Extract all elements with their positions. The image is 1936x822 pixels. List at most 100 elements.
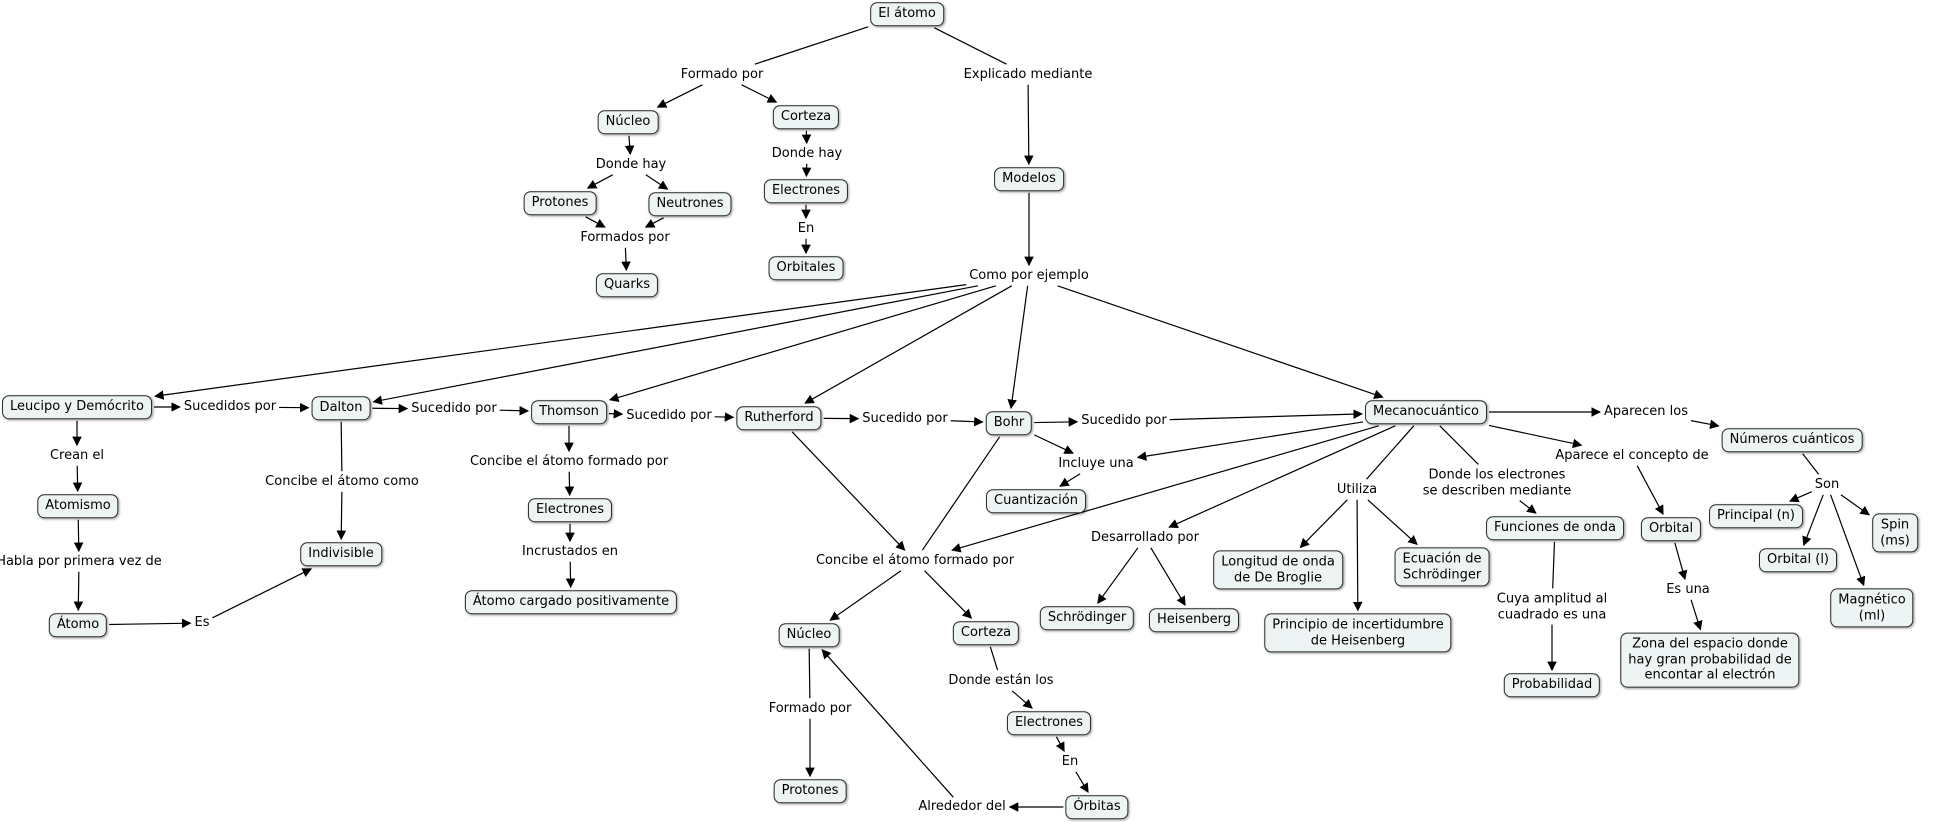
connector-es1-to-indivisible xyxy=(212,568,313,619)
concept-corteza[interactable]: Corteza xyxy=(772,105,840,129)
concept-orbitas[interactable]: Órbitas xyxy=(1065,795,1129,819)
connector-electrones3-to-en2 xyxy=(1055,736,1065,753)
concept-nucleo[interactable]: Núcleo xyxy=(597,110,659,134)
connector-crean_el-to-atomismo xyxy=(72,465,83,493)
concept-heisenberg[interactable]: Heisenberg xyxy=(1148,608,1240,632)
concept-mecanocuantico[interactable]: Mecanocuántico xyxy=(1365,400,1487,424)
link-concibe-el-atomo-formado-por: Concibe el átomo formado por xyxy=(468,454,670,470)
concept-modelos[interactable]: Modelos xyxy=(994,167,1064,191)
connector-donde_electrones-to-funciones xyxy=(1519,500,1537,514)
link-son: Son xyxy=(1813,477,1841,493)
link-sucedido-por: Sucedido por xyxy=(410,401,498,417)
connector-atomo_root-to-formado_por xyxy=(754,26,869,65)
concept-quarks[interactable]: Quarks xyxy=(595,273,659,297)
connector-desarrollado-to-schrodinger xyxy=(1097,547,1139,604)
concept-protones[interactable]: Protones xyxy=(773,779,847,803)
concept-orbitales[interactable]: Orbitales xyxy=(768,256,844,280)
connector-bohr-to-concibe_ruth xyxy=(921,436,1001,551)
concept-indivisible[interactable]: Indivisible xyxy=(300,542,382,566)
concept-atomismo[interactable]: Atomismo xyxy=(37,494,119,518)
connector-aparecen-to-numeros xyxy=(1690,419,1720,430)
link-incrustados-en: Incrustados en xyxy=(521,544,619,560)
concept-numeros-cuanticos[interactable]: Números cuánticos xyxy=(1721,428,1863,452)
connector-habla-to-atomo2 xyxy=(73,571,84,612)
concept-electrones[interactable]: Electrones xyxy=(1006,711,1092,735)
connector-formado_por-to-corteza1 xyxy=(741,84,778,103)
concept-schrodinger[interactable]: Schrödinger xyxy=(1039,606,1135,630)
link-cuya-amplitud-al-cuadrado-es-una: Cuya amplitud al cuadrado es una xyxy=(1495,591,1609,623)
connector-nucleo1-to-donde_hay1 xyxy=(624,135,635,156)
concept-spin-ms[interactable]: Spin (ms) xyxy=(1872,513,1918,553)
connector-explicado-to-modelos xyxy=(1023,84,1034,166)
link-sucedidos-por: Sucedidos por xyxy=(182,399,278,415)
connector-mecano-to-utiliza xyxy=(1366,425,1415,480)
link-es: Es xyxy=(193,615,211,631)
connector-son-to-magnetico xyxy=(1830,494,1866,587)
link-donde-los-electrones-se-describen-mediante: Donde los electrones se describen median… xyxy=(1421,467,1573,499)
connector-concibe_como-to-indivisible xyxy=(336,491,347,541)
connector-dalton-to-concibe_como xyxy=(340,421,343,472)
concept-electrones[interactable]: Electrones xyxy=(763,179,849,203)
connector-bohr-to-incluye xyxy=(1033,434,1074,454)
concept-dalton[interactable]: Dalton xyxy=(311,396,371,420)
connector-formados_por-to-quarks xyxy=(621,247,631,272)
concept-funciones-de-onda[interactable]: Funciones de onda xyxy=(1486,516,1624,540)
concept-atomo[interactable]: Átomo xyxy=(48,613,108,637)
link-explicado-mediante: Explicado mediante xyxy=(962,67,1094,83)
connector-como_ejemplo-to-dalton xyxy=(372,285,979,405)
concept-cuantizacion[interactable]: Cuantización xyxy=(986,489,1086,513)
connector-utiliza-to-incertidumbre xyxy=(1352,499,1363,612)
connector-utiliza-to-ecuacion xyxy=(1367,499,1418,546)
connector-incrustados-to-cargado xyxy=(565,561,576,589)
concept-protones[interactable]: Protones xyxy=(523,191,597,215)
concept-electrones[interactable]: Electrones xyxy=(527,498,613,522)
connector-atomo_root-to-explicado xyxy=(934,27,1007,65)
connector-bohr-to-sucedido_por4 xyxy=(1034,417,1079,427)
connector-mecano-to-incluye xyxy=(1136,421,1364,461)
concept-orbital[interactable]: Orbital xyxy=(1640,517,1702,541)
concept-principal-n[interactable]: Principal (n) xyxy=(1709,504,1803,528)
concept-orbital-l[interactable]: Orbital (l) xyxy=(1758,548,1838,572)
concept-rutherford[interactable]: Rutherford xyxy=(736,406,822,430)
connector-mecano-to-donde_electrones xyxy=(1439,425,1479,465)
connector-sucedido_por1-to-thomson xyxy=(499,405,530,416)
link-formado-por: Formado por xyxy=(679,67,765,83)
concept-thomson[interactable]: Thomson xyxy=(531,400,607,424)
concept-principio-de-incertidumbre[interactable]: Principio de incertidumbre de Heisenberg xyxy=(1264,613,1452,653)
connector-numeros-to-son xyxy=(1802,453,1820,475)
link-sucedido-por: Sucedido por xyxy=(1080,413,1168,429)
connector-en2-to-orbitas xyxy=(1075,771,1089,794)
link-sucedido-por: Sucedido por xyxy=(625,408,713,424)
concept-zona-del-espacio[interactable]: Zona del espacio donde hay gran probabil… xyxy=(1620,632,1800,688)
concept-nucleo[interactable]: Núcleo xyxy=(778,623,840,647)
connector-neutrones-to-formados_por xyxy=(644,217,664,228)
concept-magnetico-ml[interactable]: Magnético (ml) xyxy=(1830,588,1914,628)
connector-concibe_ruth-to-corteza2 xyxy=(924,570,973,619)
connector-como_ejemplo-to-mecano xyxy=(1057,285,1384,399)
connector-mecano-to-desarrollado xyxy=(1168,425,1396,529)
concept-probabilidad[interactable]: Probabilidad xyxy=(1503,673,1601,697)
concept-ecuacion-de-schrodinger[interactable]: Ecuación de Schrödinger xyxy=(1394,547,1490,587)
connector-alrededor-to-nucleo2 xyxy=(821,649,954,798)
link-desarrollado-por: Desarrollado por xyxy=(1090,530,1200,546)
connector-atomismo-to-habla xyxy=(73,519,84,553)
link-alrededor-del: Alrededor del xyxy=(917,799,1007,815)
link-donde-hay: Donde hay xyxy=(770,146,844,162)
link-es-una: Es una xyxy=(1665,582,1711,598)
concept-bohr[interactable]: Bohr xyxy=(985,411,1033,435)
concept-corteza[interactable]: Corteza xyxy=(952,621,1020,645)
concept-neutrones[interactable]: Neutrones xyxy=(648,192,732,216)
concept-atomo-cargado-positivamente[interactable]: Átomo cargado positivamente xyxy=(464,590,678,614)
connector-como_ejemplo-to-thomson xyxy=(608,285,997,403)
link-formado-por: Formado por xyxy=(767,701,853,717)
connector-protones1-to-formados_por xyxy=(585,216,606,228)
concept-longitud-de-onda-de-broglie[interactable]: Longitud de onda de De Broglie xyxy=(1213,550,1343,590)
connector-son-to-principal xyxy=(1789,491,1813,503)
connector-concibe_ruth-to-nucleo2 xyxy=(829,570,902,621)
concept-leucipo-y-democrito[interactable]: Leucipo y Demócrito xyxy=(2,395,152,419)
concept-el-atomo[interactable]: El átomo xyxy=(870,2,944,26)
link-habla-por-primera-vez-de: Habla por primera vez de xyxy=(0,554,163,570)
connector-son-to-orbital_l xyxy=(1802,494,1824,547)
